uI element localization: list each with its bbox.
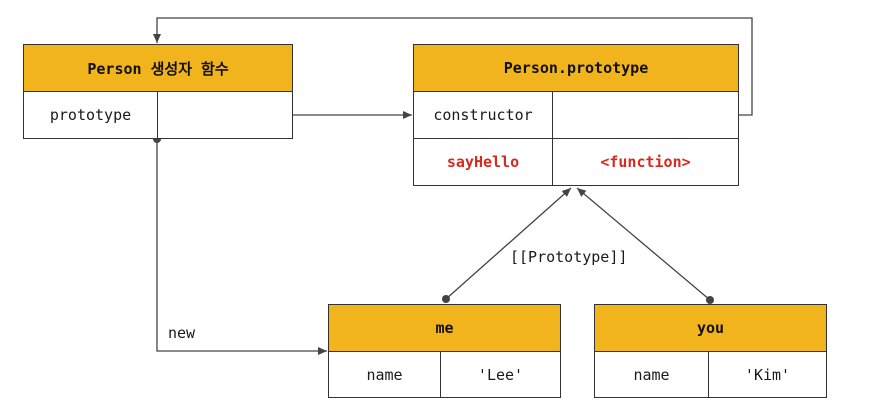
me-prototype-arrow xyxy=(442,187,572,303)
constructor-value xyxy=(553,92,738,138)
you-object-title: you xyxy=(595,305,826,352)
you-name-key: name xyxy=(595,352,709,397)
constructor-key: constructor xyxy=(414,92,553,138)
me-name-key: name xyxy=(329,352,441,397)
me-object-box: me name 'Lee' xyxy=(328,304,561,398)
sayhello-value: <function> xyxy=(600,153,691,171)
you-name-value: 'Kim' xyxy=(744,365,791,384)
prototype-property-key: prototype xyxy=(24,92,158,138)
person-prototype-box: Person.prototype constructor sayHello <f… xyxy=(413,44,739,186)
you-object-box: you name 'Kim' xyxy=(594,304,827,398)
new-label: new xyxy=(168,324,196,342)
sayhello-key: sayHello xyxy=(414,139,553,185)
person-constructor-title: Person 생성자 함수 xyxy=(24,45,292,92)
person-constructor-box: Person 생성자 함수 prototype xyxy=(23,44,293,139)
prototype-link-label: [[Prototype]] xyxy=(510,248,628,266)
new-instance-arrow xyxy=(153,135,327,355)
person-prototype-title: Person.prototype xyxy=(414,45,738,92)
me-name-value: 'Lee' xyxy=(477,365,524,384)
you-prototype-arrow xyxy=(576,187,714,304)
me-object-title: me xyxy=(329,305,560,352)
prototype-property-value xyxy=(158,92,292,138)
